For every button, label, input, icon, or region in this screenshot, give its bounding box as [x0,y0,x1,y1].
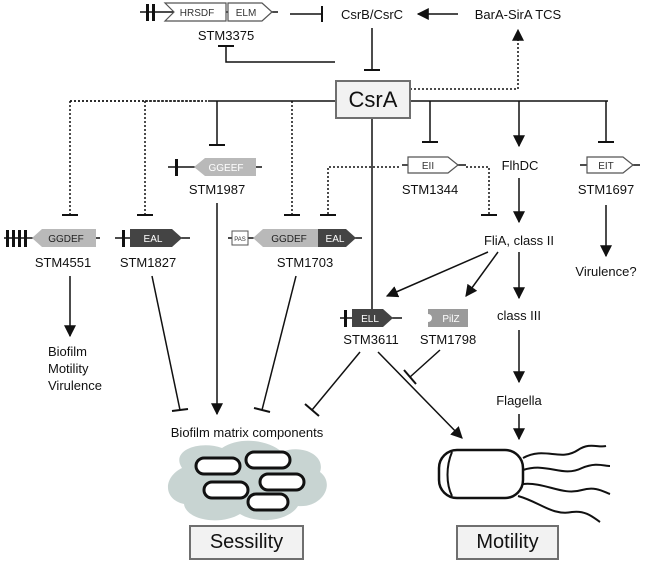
csra-inhibits-stm1827 [137,101,153,216]
stm4551-label: STM4551 [35,255,91,270]
flhdc-label: FlhDC [502,158,539,173]
stm1987-gene: GGEEF [168,158,262,176]
stm4551-gene: GGDEF [4,229,100,247]
stm1798-inhibits-motility [403,349,441,385]
bara-sira-label: BarA-SirA TCS [475,7,562,22]
motile-cell-illustration [437,444,611,523]
stm1697-label: STM1697 [578,182,634,197]
stm1827-gene: EAL [115,229,190,247]
ggeef-domain-label: GGEEF [208,163,243,174]
stm3375-inhibits-csrb [290,6,323,22]
sessility-box: Sessility [189,525,304,560]
stm3611-label: STM3611 [343,332,398,347]
pilz-domain-label: PilZ [442,314,459,325]
hrsdf-domain-label: HRSDF [180,8,214,19]
stm1344-gene: EII [402,156,466,174]
stm1703-ggdef-label: GGDEF [271,234,307,245]
stm1798-label: STM1798 [420,332,476,347]
pas-domain-label: PAS [234,237,246,243]
stm1703-label: STM1703 [277,255,333,270]
stm3611-gene: ELL [340,309,402,327]
stm1827-inhibits-biofilm-matrix [151,275,189,412]
stm1827-label: STM1827 [120,255,176,270]
stm1798-gene: PilZ [428,309,468,327]
csra-to-bara-dotted [410,28,524,90]
class3-label: class III [497,308,541,323]
biofilm-label: Biofilm [48,344,87,359]
stm3611-inhibits-biofilm-matrix [304,351,361,417]
csra-inhibits-stm4551 [62,101,78,216]
motility-text-label: Motility [48,361,89,376]
stm1703-eal-label: EAL [326,234,345,245]
stm1987-label: STM1987 [189,182,245,197]
eit-domain-label: EIT [598,161,614,172]
stm4551-ggdef-label: GGDEF [48,234,84,245]
motility-box: Motility [456,525,559,560]
csrb-inhibits-csra [364,28,380,71]
stm1344-label: STM1344 [402,182,458,197]
stm1827-eal-label: EAL [144,234,163,245]
flia-label: FliA, class II [484,233,554,248]
sessility-label: Sessility [209,531,284,553]
csra-inhibits-stm1697 [598,101,614,143]
flia-to-stm1798 [465,251,499,297]
stm1344-inhibits-flia [466,166,497,216]
csra-inhibits-stm1703 [284,101,300,216]
stm1703-gene: PAS GGDEF EAL [228,229,362,247]
elm-domain-label: ELM [236,8,257,19]
csra-label: CsrA [348,87,398,112]
stm3611-to-motility [377,351,463,439]
stm1703-inhibits-biofilm-matrix [253,275,297,413]
csra-inhibits-stm3375 [218,45,335,63]
stm3375-label: STM3375 [198,28,254,43]
csrb-csrc-label: CsrB/CsrC [341,7,403,22]
flia-to-stm3611 [385,251,489,298]
biofilm-matrix-label: Biofilm matrix components [171,425,324,440]
stm1697-gene: EIT [580,156,640,174]
biofilm-cells-illustration [167,440,327,521]
csra-inhibits-stm1987 [209,101,225,146]
stm3375-gene: HRSDF ELM [140,2,278,22]
flagella-label: Flagella [496,393,542,408]
csra-inhibits-stm1344 [422,101,438,143]
motility-box-label: Motility [476,531,539,553]
stm1344-inhibits-stm1703-eal [320,166,399,216]
eii-domain-label: EII [422,161,434,172]
virulence-question-label: Virulence? [575,264,636,279]
ell-domain-label: ELL [361,314,379,325]
virulence-label: Virulence [48,378,102,393]
csra-node: CsrA [335,80,411,119]
